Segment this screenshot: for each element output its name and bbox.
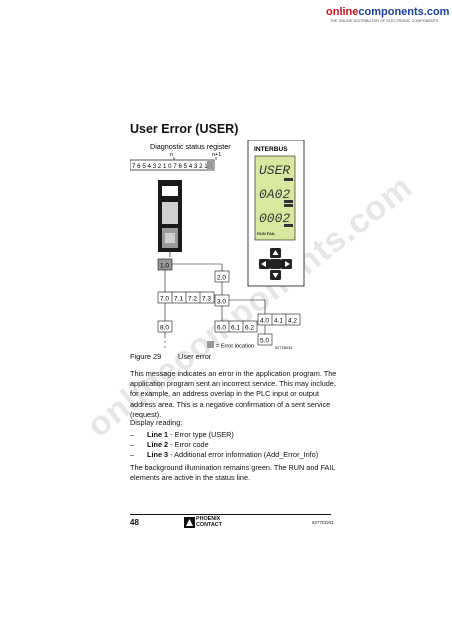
- node-5-0-label: 5.0: [260, 338, 269, 345]
- logo-tagline: THE ONLINE DISTRIBUTOR OF ELECTRONIC COM…: [330, 19, 439, 23]
- node-2-0-label: 2.0: [217, 275, 226, 282]
- node-7-3-label: 7.3: [202, 296, 211, 303]
- brand-line-2: CONTACT: [196, 522, 222, 528]
- interbus-label: INTERBUS: [254, 146, 288, 153]
- list-dash: –: [130, 430, 135, 439]
- node-8-0-label: 8.0: [160, 325, 169, 332]
- line-list: – Line 1 - Error type (USER) – Line 2 - …: [130, 430, 340, 461]
- phoenix-contact-logo: PHOENIX CONTACT: [184, 516, 239, 528]
- key-center: [270, 259, 281, 269]
- list-item: – Line 3 - Additional error information …: [130, 450, 340, 460]
- node-1-0-label: 1.0: [160, 263, 169, 270]
- register-bits: 7 6 5 4 3 2 1 0 7 6 5 4 3 2 1 0: [132, 163, 213, 170]
- list-dash: –: [130, 450, 135, 460]
- line-3-text: - Additional error information (Add_Erro…: [168, 450, 319, 460]
- error-bit-marker: [207, 161, 213, 169]
- node-4-1-label: 4.1: [274, 318, 283, 325]
- lcd-line-1: USER: [259, 163, 290, 178]
- node-4-2-label: 4.2: [288, 318, 297, 325]
- node-3-0-label: 3.0: [217, 299, 226, 306]
- site-logo[interactable]: onlinecomponents.com: [326, 6, 449, 18]
- line-1-text: - Error type (USER): [168, 430, 234, 439]
- register-n1: n+1: [212, 152, 221, 158]
- footer-divider: [130, 514, 331, 515]
- node-7-2-label: 7.2: [188, 296, 197, 303]
- figure-caption-text: User error: [178, 352, 212, 361]
- list-dash: –: [130, 440, 135, 450]
- node-7-1-label: 7.1: [174, 296, 183, 303]
- logo-part1: online: [326, 6, 359, 18]
- node-6-2-label: 6.2: [245, 325, 254, 332]
- figure-id: 5277B034: [275, 346, 292, 350]
- legend-swatch: [207, 341, 214, 348]
- brand-line-1: PHOENIX: [196, 516, 221, 522]
- row-4-nodes: [257, 313, 301, 326]
- list-item: – Line 2 - Error code: [130, 440, 340, 450]
- register-title: Diagnostic status register: [150, 142, 231, 151]
- paragraph-2: The background illumination remains gree…: [130, 463, 336, 483]
- paragraph-1: This message indicates an error in the a…: [130, 369, 337, 419]
- line-2-label: Line 2: [147, 440, 169, 450]
- lcd-line-3: 0002: [259, 211, 290, 226]
- legend-text: = Error location: [216, 344, 254, 350]
- lcd-line-2: 0A02: [259, 187, 290, 202]
- register-n: n: [170, 152, 173, 158]
- line-1-label: Line 1: [147, 430, 169, 439]
- node-7-0-label: 7.0: [160, 296, 169, 303]
- logo-part2: components.com: [358, 6, 450, 18]
- brand-mark-icon: [184, 517, 195, 528]
- figure-number: Figure 29: [130, 352, 162, 361]
- figure-caption: Figure 29 User error: [130, 352, 211, 361]
- lcd-status: RUN FAIL: [257, 231, 276, 236]
- node-4-0-label: 4.0: [260, 318, 269, 325]
- display-reading-label: Display reading:: [130, 418, 183, 427]
- figure-user-error: Diagnostic status register n n+1 7 6 5 4…: [130, 140, 305, 350]
- register-box: [130, 159, 215, 171]
- line-3-label: Line 3: [147, 450, 169, 460]
- document-id: 5277CD01: [312, 520, 334, 525]
- row-6-nodes: [214, 320, 258, 333]
- node-6-0-label: 6.0: [217, 325, 226, 332]
- node-6-1-label: 6.1: [231, 325, 240, 332]
- line-2-text: - Error code: [168, 440, 209, 450]
- list-item: – Line 1 - Error type (USER): [130, 430, 340, 440]
- node-5-0: [257, 333, 273, 346]
- page-number: 48: [130, 518, 139, 527]
- section-title: User Error (USER): [130, 122, 239, 136]
